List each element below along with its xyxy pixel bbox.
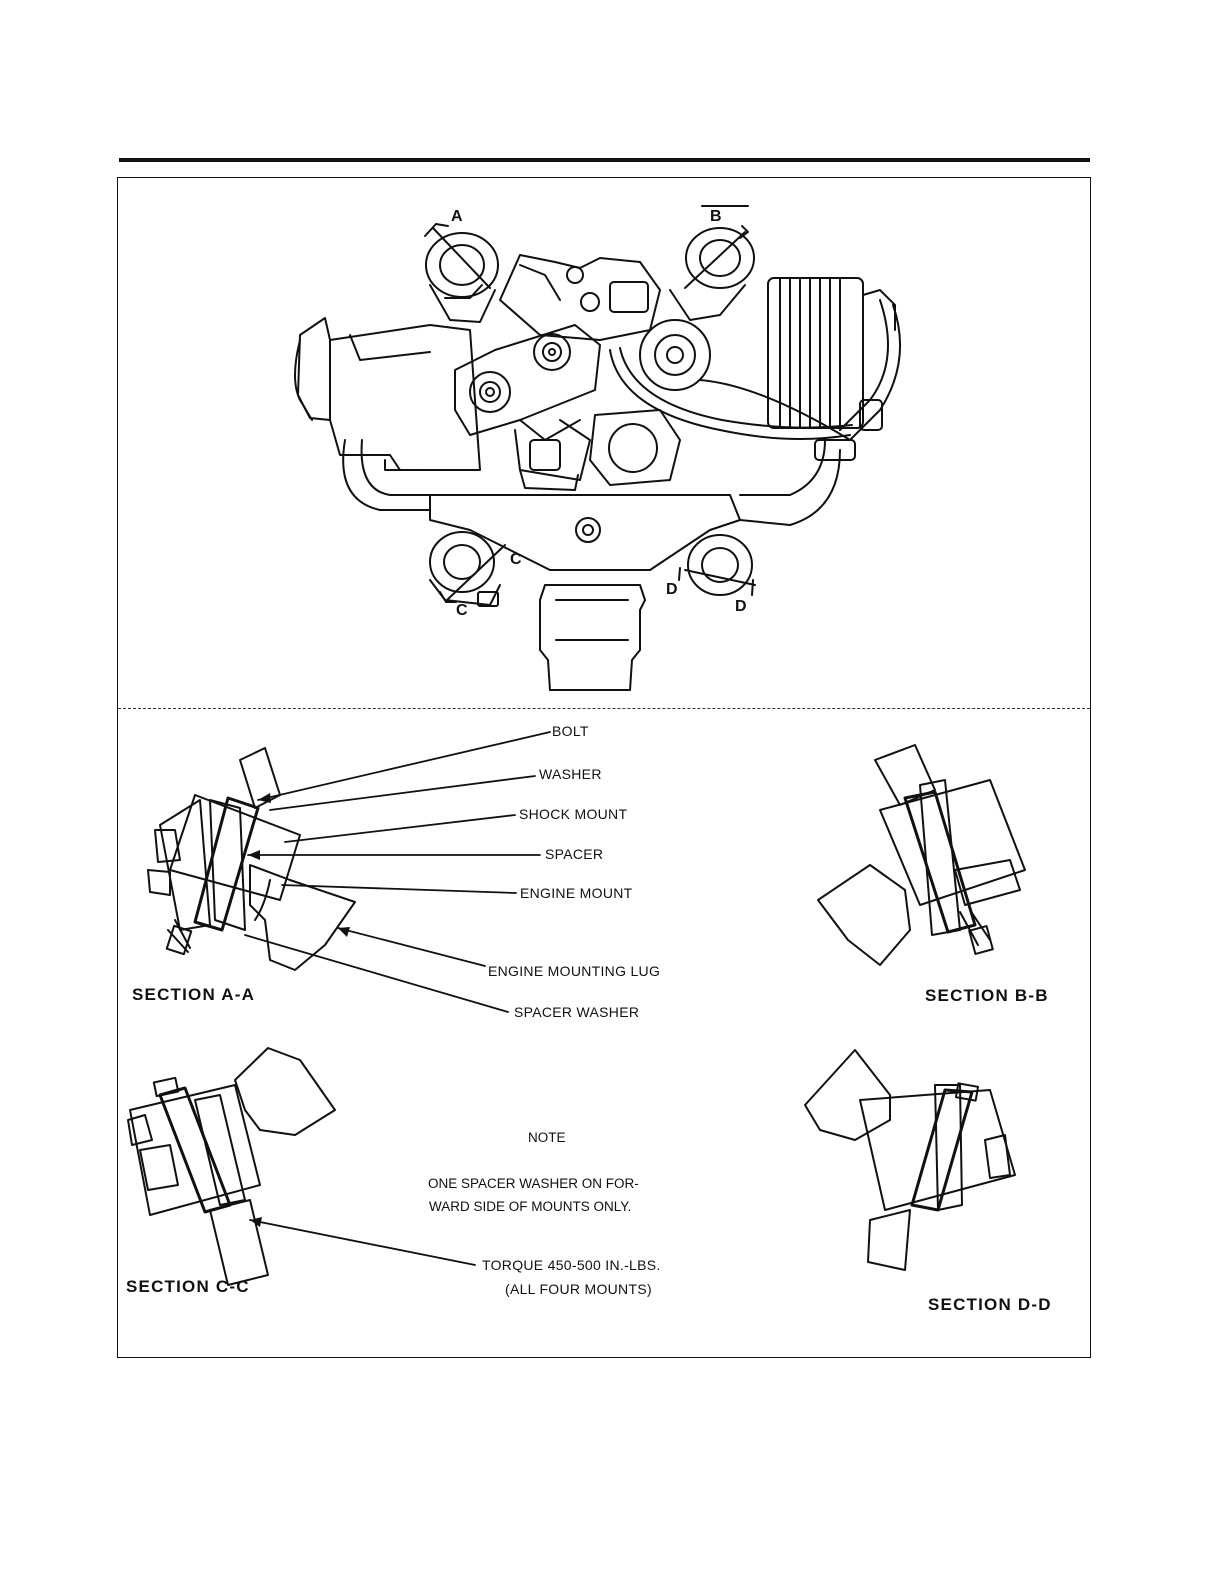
callout-torque-line2: (ALL FOUR MOUNTS) <box>505 1281 652 1297</box>
section-title-b: SECTION B-B <box>925 986 1049 1006</box>
cut-label-d-right: D <box>735 598 747 616</box>
section-title-d: SECTION D-D <box>928 1295 1052 1315</box>
callout-shock-mount: SHOCK MOUNT <box>519 806 627 822</box>
cut-label-a: A <box>451 208 463 226</box>
cut-label-b: B <box>710 208 722 226</box>
section-c-illustration <box>128 1048 335 1285</box>
cut-label-c-lower: C <box>456 602 468 620</box>
callout-arrowheads <box>248 793 350 1227</box>
callout-spacer-washer: SPACER WASHER <box>514 1004 639 1020</box>
section-b-illustration <box>818 745 1025 965</box>
note-line1: ONE SPACER WASHER ON FOR- <box>428 1176 639 1191</box>
callout-engine-mounting-lug: ENGINE MOUNTING LUG <box>488 963 660 979</box>
cut-label-c-upper: C <box>510 551 522 569</box>
callout-spacer: SPACER <box>545 846 603 862</box>
callout-torque-line1: TORQUE 450-500 IN.-LBS. <box>482 1257 661 1273</box>
section-title-c: SECTION C-C <box>126 1277 250 1297</box>
callout-engine-mount: ENGINE MOUNT <box>520 885 633 901</box>
engine-illustration <box>295 228 900 690</box>
section-title-a: SECTION A-A <box>132 985 255 1005</box>
callout-bolt: BOLT <box>552 723 589 739</box>
callout-washer: WASHER <box>539 766 602 782</box>
note-line2: WARD SIDE OF MOUNTS ONLY. <box>429 1199 631 1214</box>
cut-label-d-left: D <box>666 581 678 599</box>
section-d-illustration <box>805 1050 1015 1270</box>
note-heading: NOTE <box>528 1130 566 1145</box>
